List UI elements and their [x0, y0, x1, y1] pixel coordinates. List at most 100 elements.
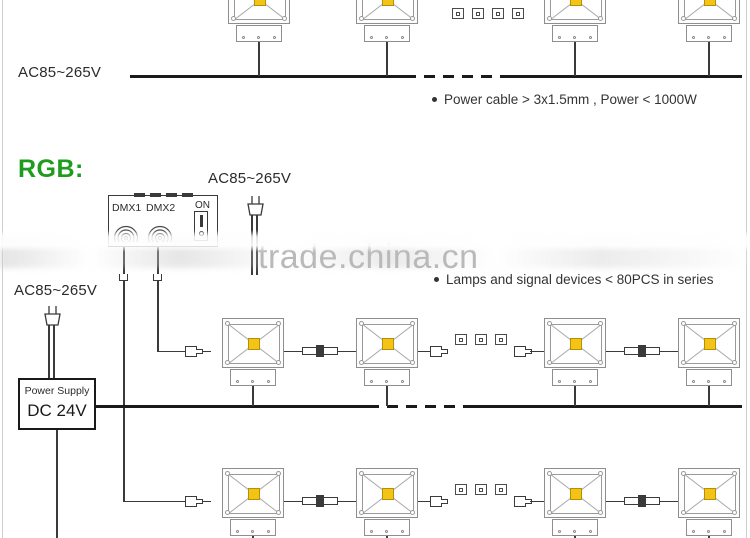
lamp-reflector-frame: [550, 0, 602, 20]
lamp-base-bolt: [692, 36, 695, 39]
ac-plug-icon-controller: [243, 195, 269, 229]
lamp-base-bolt: [242, 36, 245, 39]
psu-output-wire-down: [56, 430, 58, 538]
lamp-head: [678, 0, 740, 24]
connector-coupling: [638, 345, 646, 357]
dmx2-port-icon[interactable]: [147, 216, 173, 251]
plug-tip: [441, 349, 448, 354]
note-power-cable: Power cable > 3x1.5mm , Power < 1000W: [432, 92, 697, 107]
frame-border-left: [2, 0, 3, 538]
dmx1-feed-wire: [123, 281, 125, 501]
power-switch[interactable]: [194, 211, 208, 241]
label-ac-controller: AC85~265V: [208, 170, 292, 187]
cable-connector-icon: [302, 495, 338, 507]
lamp-corner-bolt: [598, 360, 603, 365]
lamp-fixture: [544, 0, 606, 44]
lamp-head: [222, 318, 284, 368]
lamp-corner-bolt: [732, 360, 737, 365]
controller-vent-tab: [134, 193, 145, 197]
lamp-head: [544, 468, 606, 518]
lamp-corner-bolt: [359, 16, 364, 21]
continuation-box: [512, 8, 524, 19]
connector-coupling: [316, 345, 324, 357]
led-chip: [570, 338, 582, 350]
continuation-box: [495, 484, 507, 495]
power-supply-voltage: DC 24V: [27, 401, 87, 420]
lamp-base-bolt: [273, 36, 276, 39]
cable-plug-icon: [185, 496, 203, 507]
dmx1-output-wire: [123, 247, 125, 277]
lamp-base: [230, 369, 276, 386]
lamp-drop-wire: [574, 536, 576, 538]
plug-tip: [441, 499, 448, 504]
lamp-drop-wire: [386, 536, 388, 538]
led-chip: [248, 488, 260, 500]
led-chip: [570, 0, 582, 6]
lamp-corner-bolt: [681, 16, 686, 21]
lamp-corner-bolt: [282, 16, 287, 21]
continuation-box: [475, 484, 487, 495]
lamp-drop-wire: [708, 536, 710, 538]
bullet-icon: [434, 276, 439, 282]
lamp-base-bolt: [692, 380, 695, 383]
lamp-base: [236, 25, 282, 42]
lamp-base-bolt: [589, 380, 592, 383]
lamp-fixture: [228, 0, 290, 44]
controller-vent-tab: [150, 193, 161, 197]
lamp-corner-bolt: [547, 471, 552, 476]
continuation-indicator: [452, 8, 524, 19]
lamp-base-bolt: [236, 530, 239, 533]
lamp-base: [364, 519, 410, 536]
lamp-base: [686, 369, 732, 386]
lamp-base: [686, 519, 732, 536]
lamp-base-bolt: [401, 36, 404, 39]
dmx1-port-icon[interactable]: [113, 216, 139, 251]
lamp-corner-bolt: [547, 360, 552, 365]
lamp-corner-bolt: [598, 471, 603, 476]
lamp-base-bolt: [692, 530, 695, 533]
lamp-corner-bolt: [359, 321, 364, 326]
ac-plug-icon-psu: [40, 305, 66, 339]
lamp-drop-wire: [574, 386, 576, 406]
lamp-base-bolt: [558, 380, 561, 383]
lamp-drop-wire: [708, 386, 710, 406]
lamp-base-bolt: [385, 530, 388, 533]
connector-female: [645, 347, 660, 355]
lamp-drop-wire: [574, 42, 576, 76]
ac-bus-dashed: [405, 75, 510, 78]
lamp-corner-bolt: [359, 360, 364, 365]
lamp-corner-bolt: [681, 321, 686, 326]
plug-tip: [196, 499, 203, 504]
switch-bar-icon: [199, 215, 203, 227]
lamp-drop-wire: [708, 42, 710, 76]
lamp-corner-bolt: [410, 16, 415, 21]
lamp-fixture: [356, 468, 418, 538]
lamp-head: [678, 468, 740, 518]
lamp-corner-bolt: [276, 471, 281, 476]
cable-connector-icon: [624, 495, 660, 507]
lamp-reflector-frame: [362, 0, 414, 20]
lamp-corner-bolt: [276, 510, 281, 515]
connector-female: [645, 497, 660, 505]
lamp-base-bolt: [558, 36, 561, 39]
lamp-corner-bolt: [410, 510, 415, 515]
lamp-corner-bolt: [231, 16, 236, 21]
lamp-base-bolt: [573, 36, 576, 39]
lamp-corner-bolt: [681, 471, 686, 476]
series-link-wire: [418, 351, 436, 353]
lamp-head: [356, 468, 418, 518]
lamp-base: [230, 519, 276, 536]
led-chip: [382, 0, 394, 6]
connector-male: [624, 347, 639, 355]
dc-bus-dashed: [368, 405, 476, 408]
section-title-rgb: RGB:: [18, 155, 84, 183]
lamp-base-bolt: [267, 380, 270, 383]
controller-vent-tab: [166, 193, 177, 197]
lamp-base-bolt: [401, 530, 404, 533]
dmx2-feed-branch: [157, 351, 185, 353]
cable-plug-icon: [430, 496, 448, 507]
dc-bus-left: [94, 405, 370, 408]
lamp-fixture: [544, 468, 606, 538]
lamp-base-bolt: [236, 380, 239, 383]
